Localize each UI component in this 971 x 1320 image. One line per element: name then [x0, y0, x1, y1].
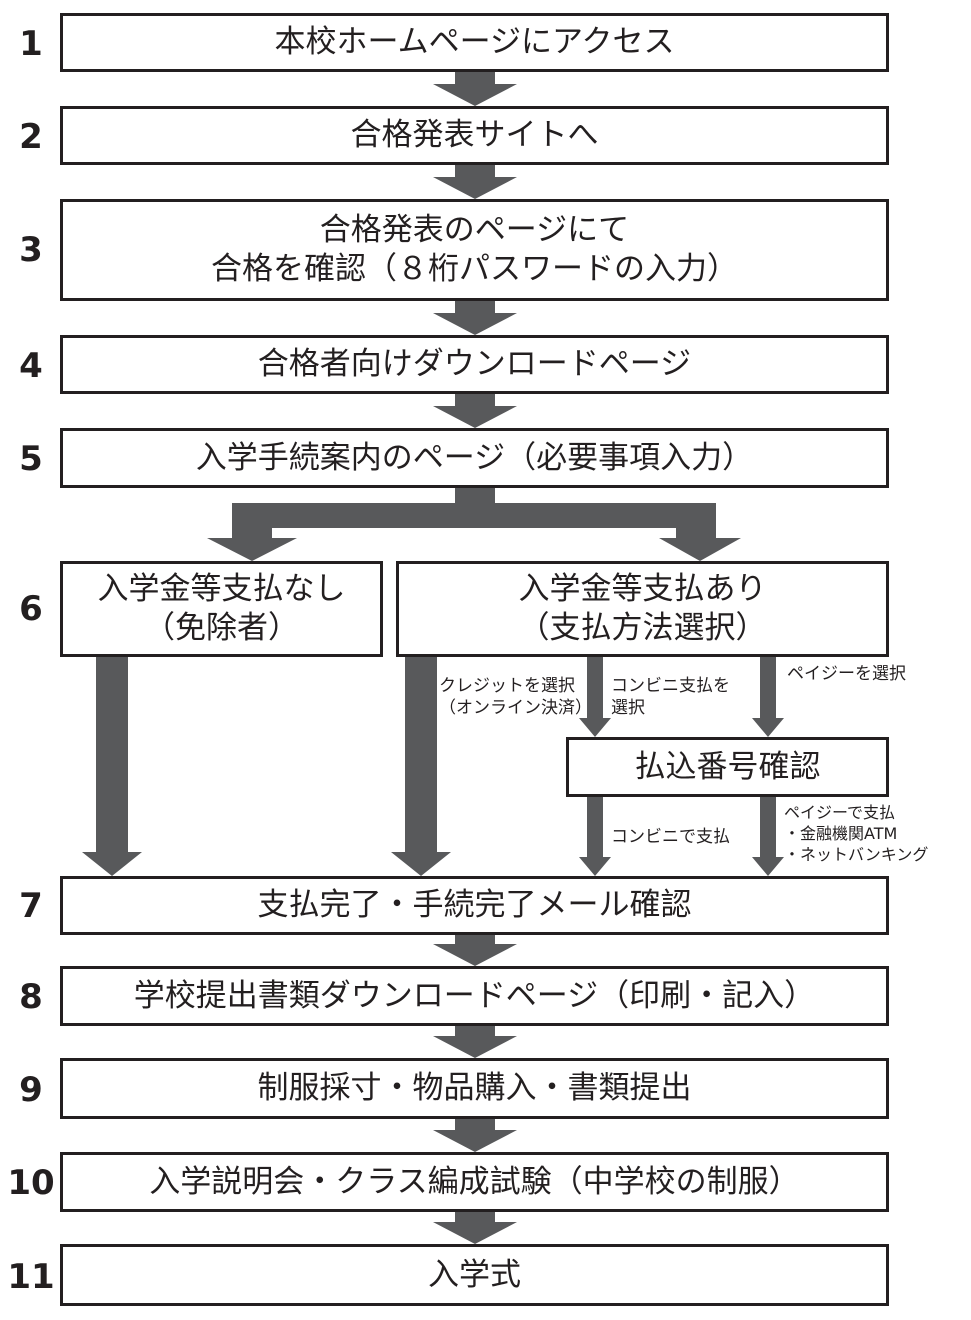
step-6-exempt-box: 入学金等支払なし （免除者） — [60, 561, 383, 657]
step-4-box: 合格者向けダウンロードページ — [60, 335, 889, 394]
step-3-text-line2: 合格を確認（８桁パスワードの入力） — [211, 251, 738, 287]
step-9-text: 制服採寸・物品購入・書類提出 — [257, 1070, 692, 1107]
arrow-payeasy-pay — [752, 797, 784, 876]
arrow-10-11 — [433, 1212, 517, 1244]
arrow-8-9 — [433, 1026, 517, 1058]
step-1-text: 本校ホームページにアクセス — [274, 24, 675, 61]
arrow-payeasy-select — [752, 657, 784, 737]
arrow-4-5 — [433, 394, 517, 428]
step-number: 1 — [19, 24, 43, 64]
step-5-text: 入学手続案内のページ（必要事項入力） — [195, 439, 754, 476]
step-6-pay-line2: （支払方法選択） — [518, 610, 767, 646]
step-1-box: 本校ホームページにアクセス — [60, 13, 889, 72]
arrow-2-3 — [433, 165, 517, 199]
arrow-1-2 — [433, 72, 517, 106]
step-3-box: 合格発表のページにて 合格を確認（８桁パスワードの入力） — [60, 199, 889, 301]
arrow-credit-to-7 — [391, 657, 451, 876]
payment-code-box: 払込番号確認 — [566, 737, 889, 797]
label-payeasy-pay: ペイジーで支払 ・金融機関ATM ・ネットバンキング — [784, 803, 929, 864]
arrow-split — [207, 488, 741, 561]
label-payeasy-select: ペイジーを選択 — [787, 664, 906, 684]
step-number: 11 — [7, 1257, 55, 1297]
step-number: 9 — [19, 1070, 43, 1110]
arrow-konbini-pay — [579, 797, 611, 876]
step-number: 10 — [7, 1163, 55, 1203]
step-8-text: 学校提出書類ダウンロードページ（印刷・記入） — [133, 977, 816, 1014]
step-10-box: 入学説明会・クラス編成試験（中学校の制服） — [60, 1152, 889, 1212]
step-8-box: 学校提出書類ダウンロードページ（印刷・記入） — [60, 966, 889, 1026]
step-number: 2 — [19, 117, 43, 157]
step-7-text: 支払完了・手続完了メール確認 — [257, 887, 692, 924]
step-number: 4 — [19, 346, 43, 386]
step-9-box: 制服採寸・物品購入・書類提出 — [60, 1058, 889, 1119]
step-6-pay-box: 入学金等支払あり （支払方法選択） — [396, 561, 889, 657]
step-6-exempt-line1: 入学金等支払なし — [97, 571, 346, 608]
arrow-konbini-select — [579, 657, 611, 737]
step-11-text: 入学式 — [428, 1256, 521, 1293]
step-10-text: 入学説明会・クラス編成試験（中学校の制服） — [149, 1163, 800, 1200]
step-3-text-line1: 合格発表のページにて — [319, 212, 630, 249]
step-number: 3 — [19, 230, 43, 270]
label-konbini-pay: コンビニで支払 — [611, 827, 730, 847]
arrow-exempt-to-7 — [82, 657, 142, 876]
step-11-box: 入学式 — [60, 1244, 889, 1306]
step-number: 7 — [19, 886, 43, 926]
arrow-3-4 — [433, 301, 517, 335]
step-4-text: 合格者向けダウンロードページ — [257, 346, 692, 383]
step-6-exempt-line2: （免除者） — [144, 610, 299, 646]
step-2-box: 合格発表サイトへ — [60, 106, 889, 165]
step-number: 6 — [19, 589, 43, 629]
step-7-box: 支払完了・手続完了メール確認 — [60, 876, 889, 935]
step-number: 5 — [19, 439, 43, 479]
step-2-text: 合格発表サイトへ — [350, 117, 599, 154]
arrow-9-10 — [433, 1119, 517, 1152]
step-6-pay-line1: 入学金等支払あり — [518, 571, 767, 608]
arrow-7-8 — [433, 935, 517, 966]
label-credit: クレジットを選択 （オンライン決済） — [439, 676, 592, 719]
payment-code-text: 払込番号確認 — [634, 748, 821, 785]
label-konbini-select: コンビニ支払を 選択 — [611, 676, 730, 719]
step-number: 8 — [19, 977, 43, 1017]
step-5-box: 入学手続案内のページ（必要事項入力） — [60, 428, 889, 488]
